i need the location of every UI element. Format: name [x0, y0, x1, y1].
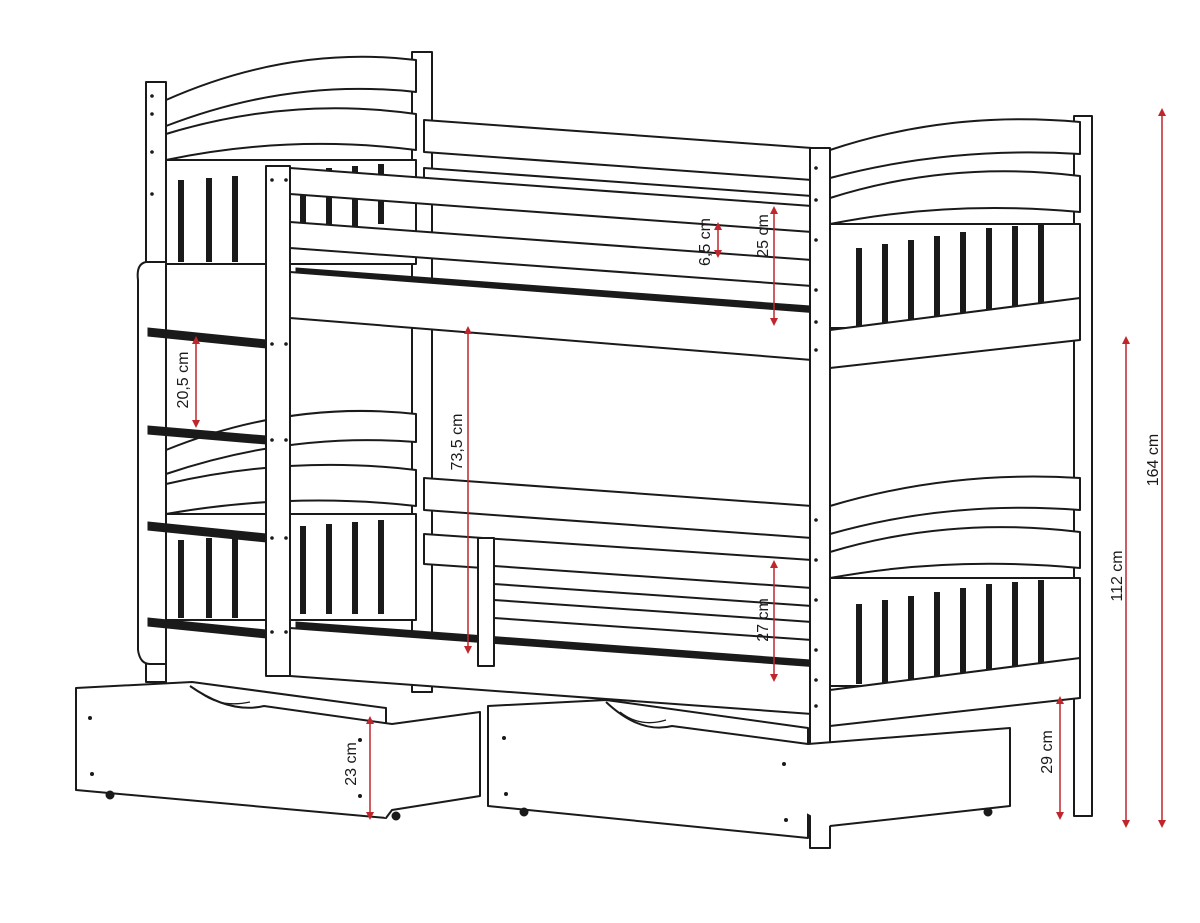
right-drawer [487, 699, 1011, 839]
label-guard-rail-gap: 6,5 cm [697, 218, 714, 266]
left-drawer [75, 681, 481, 821]
dim-under-bed-clearance: 29 cm [1039, 696, 1064, 820]
upper-right-footboard [829, 118, 1081, 369]
ladder-rungs [147, 327, 267, 639]
dim-drawer-height: 23 cm [343, 716, 374, 820]
front-right-post [809, 147, 831, 849]
label-clearance-between-beds: 73,5 cm [449, 414, 466, 471]
upper-right-footboard-slats [856, 224, 1044, 326]
label-ladder-step-spacing: 20,5 cm [175, 352, 192, 409]
label-lower-guard-height: 27 cm [755, 598, 772, 642]
label-lower-frame-height: 112 cm [1109, 550, 1126, 601]
label-under-bed-clearance: 29 cm [1039, 730, 1056, 774]
label-drawer-height: 23 cm [343, 742, 360, 786]
lower-slat-base [289, 621, 813, 715]
lower-left-headboard-slats [178, 520, 384, 618]
dim-guard-rail-gap: 6,5 cm [697, 218, 722, 266]
upper-slat-base [289, 267, 813, 361]
dim-total-height: 164 cm [1145, 108, 1166, 828]
dim-upper-guard-height: 25 cm [755, 206, 778, 326]
dim-ladder-step-spacing: 20,5 cm [175, 336, 200, 428]
dim-lower-guard-height: 27 cm [755, 560, 778, 682]
dim-clearance-between-beds: 73,5 cm [449, 326, 472, 654]
lower-right-footboard-slats [856, 580, 1044, 684]
lower-right-footboard [829, 475, 1081, 727]
dim-lower-frame-height: 112 cm [1109, 336, 1130, 828]
back-right-post-far [1073, 115, 1093, 817]
ladder [136, 165, 291, 677]
label-upper-guard-height: 25 cm [755, 214, 772, 258]
label-total-height: 164 cm [1145, 434, 1162, 486]
